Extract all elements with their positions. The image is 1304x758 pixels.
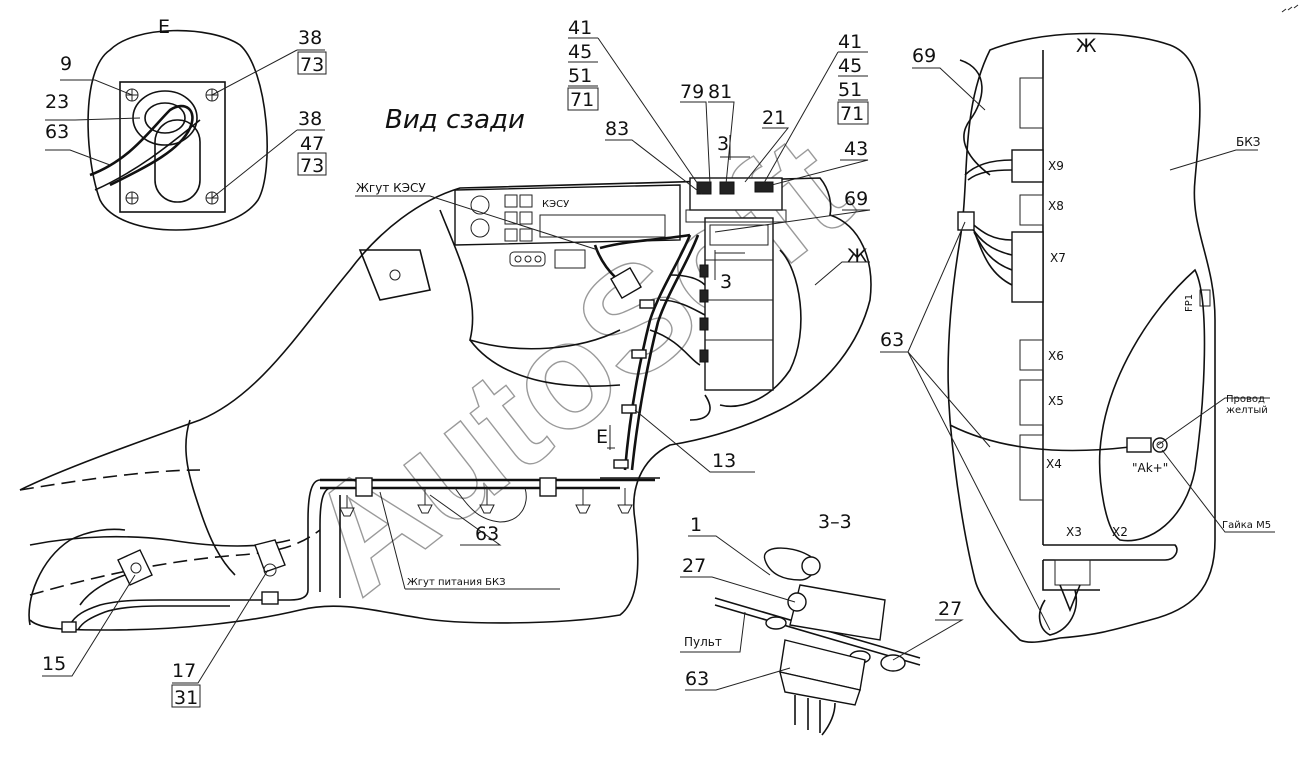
connector-x6: X6 xyxy=(1048,349,1064,363)
callout-69-main: 69 xyxy=(844,188,868,210)
callout-63-e: 63 xyxy=(45,121,69,143)
callout-63-sec: 63 xyxy=(685,668,709,690)
callout-63-zh: 63 xyxy=(880,329,904,351)
callout-38-b: 38 xyxy=(298,108,322,130)
nut-m5-label: Гайка М5 xyxy=(1222,520,1271,531)
callout-51-r: 51 xyxy=(838,79,862,101)
connector-x5: X5 xyxy=(1048,394,1064,408)
clamp-15 xyxy=(117,549,153,586)
fp1-label: FP1 xyxy=(1184,294,1195,312)
callout-27-r: 27 xyxy=(938,598,962,620)
section-mark-zh: Ж xyxy=(847,245,868,267)
callout-41-l: 41 xyxy=(568,17,592,39)
section-mark-e: Е xyxy=(596,426,608,448)
connector-x9: X9 xyxy=(1048,159,1064,173)
callout-38-a: 38 xyxy=(298,27,322,49)
callout-73-a: 73 xyxy=(300,54,324,76)
view-zh: Ж X9 X8 X7 X6 X5 X4 X3 X2 БКЗ FP1 xyxy=(880,32,1275,643)
callout-71-r: 71 xyxy=(840,103,864,125)
callout-45-l: 45 xyxy=(568,41,592,63)
harness-power-bkz xyxy=(61,477,660,633)
connector-x9-plug xyxy=(1011,149,1044,183)
connector-x8: X8 xyxy=(1048,199,1064,213)
callout-69-zh: 69 xyxy=(912,45,936,67)
harness-clip-2 xyxy=(539,477,557,497)
section-mark-top: 3 xyxy=(717,133,729,155)
callout-79: 79 xyxy=(680,81,704,103)
bkz-label: БКЗ xyxy=(1236,135,1260,149)
callout-83: 83 xyxy=(605,118,629,140)
callout-47: 47 xyxy=(300,133,324,155)
bkz-block-main xyxy=(685,177,787,391)
wire-yellow-line1: Провод xyxy=(1226,394,1265,405)
harness-kesu xyxy=(593,233,711,471)
rear-view-title: Вид сзади xyxy=(385,105,525,135)
callout-9: 9 xyxy=(60,53,72,75)
callout-73-b: 73 xyxy=(300,155,324,177)
connector-x3: X3 xyxy=(1066,525,1082,539)
view-zh-letter: Ж xyxy=(1076,35,1097,57)
connector-x2: X2 xyxy=(1112,525,1128,539)
main-view-labels: Жгут КЭСУ Жгут питания БКЗ 41 45 51 71 7… xyxy=(42,17,871,709)
harness-clip-1 xyxy=(355,477,373,497)
callout-21: 21 xyxy=(762,107,786,129)
ak-plus-label: "Ak+" xyxy=(1132,461,1168,475)
kesu-console: КЭСУ xyxy=(454,184,681,269)
view-e: Е 9 23 63 38 73 38 47 73 xyxy=(45,16,327,231)
callout-13: 13 xyxy=(712,450,736,472)
section-33-title: 3–3 xyxy=(818,511,852,533)
callout-41-r: 41 xyxy=(838,31,862,53)
harness-power-bkz-label: Жгут питания БКЗ xyxy=(407,577,506,588)
callout-1: 1 xyxy=(690,514,702,536)
callout-27-l: 27 xyxy=(682,555,706,577)
callout-81: 81 xyxy=(708,81,732,103)
view-e-letter: Е xyxy=(158,16,170,38)
callout-43: 43 xyxy=(844,138,868,160)
callout-51-l: 51 xyxy=(568,65,592,87)
kesu-panel-label: КЭСУ xyxy=(542,199,569,210)
callout-63-main: 63 xyxy=(475,523,499,545)
clamp-17 xyxy=(254,539,286,573)
connector-x4: X4 xyxy=(1046,457,1062,471)
wire-yellow-line2: желтый xyxy=(1226,405,1268,416)
harness-kesu-label: Жгут КЭСУ xyxy=(356,181,426,195)
corner-mark xyxy=(1281,4,1299,13)
console-label: Пульт xyxy=(684,635,722,649)
callout-71-l: 71 xyxy=(570,89,594,111)
callout-45-r: 45 xyxy=(838,55,862,77)
connector-x7: X7 xyxy=(1050,251,1066,265)
section-3-3: 3–3 1 27 27 Пульт 63 xyxy=(680,511,964,736)
callout-31: 31 xyxy=(174,687,198,709)
bracket-plate xyxy=(119,81,226,213)
callout-23: 23 xyxy=(45,91,69,113)
callout-15: 15 xyxy=(42,653,66,675)
yellow-wire-terminal xyxy=(1126,437,1152,453)
callout-17: 17 xyxy=(172,660,196,682)
connector-x7-plug xyxy=(1011,231,1044,303)
section-mark-mid: 3 xyxy=(720,271,732,293)
